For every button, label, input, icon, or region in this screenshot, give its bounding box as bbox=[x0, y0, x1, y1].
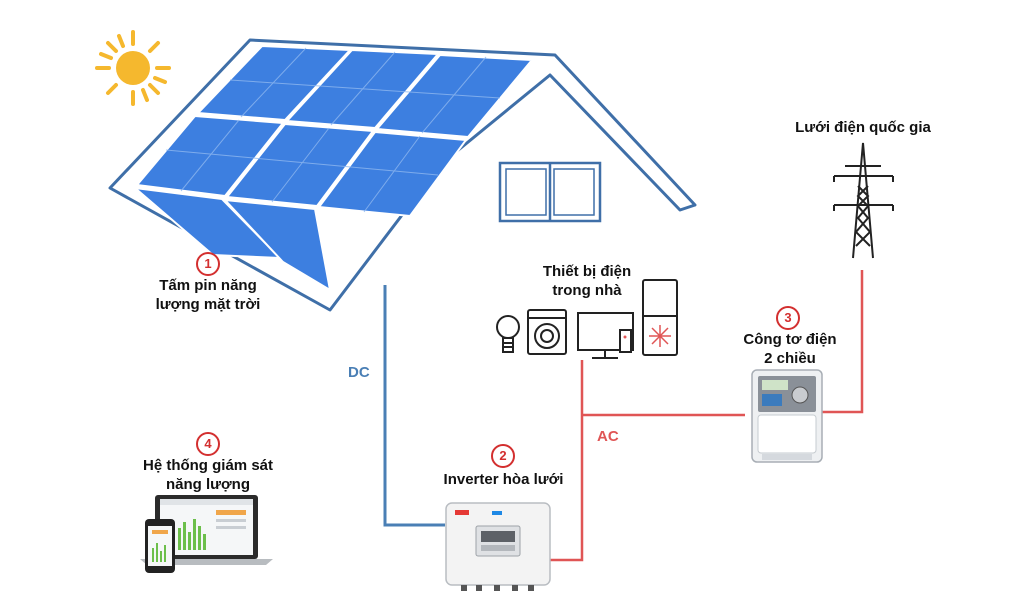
dc-wire bbox=[383, 285, 445, 527]
fridge-icon bbox=[642, 279, 678, 356]
monitoring-label-line2: năng lượng bbox=[165, 476, 251, 493]
sun-icon bbox=[95, 30, 171, 106]
phone-icon bbox=[145, 519, 175, 573]
inverter-label: Inverter hòa lưới bbox=[443, 471, 564, 488]
meter-number: 3 bbox=[776, 306, 800, 330]
appliances-label: Thiết bị điện trong nhà bbox=[522, 262, 652, 300]
monitoring-label-line1: Hệ thống giám sát bbox=[142, 457, 273, 474]
power-tower-icon bbox=[833, 142, 894, 259]
laptop-icon bbox=[140, 495, 273, 565]
window-icon bbox=[498, 161, 602, 223]
solar-panel-label: Tấm pin năng lượng mặt trời bbox=[138, 276, 278, 314]
meter-label: Công tơ điện 2 chiều bbox=[720, 330, 860, 368]
solar-panel-label-line1: Tấm pin năng bbox=[159, 277, 257, 294]
grid-label: Lưới điện quốc gia bbox=[795, 119, 931, 136]
monitoring-number: 4 bbox=[196, 432, 220, 456]
solar-panel-icon bbox=[131, 44, 535, 292]
bulb-icon bbox=[496, 315, 520, 353]
washing-machine-icon bbox=[527, 309, 567, 355]
inverter-number: 2 bbox=[491, 444, 515, 468]
meter-icon bbox=[751, 369, 823, 463]
meter-label-line2: 2 chiều bbox=[764, 350, 816, 367]
appliances-label-line1: Thiết bị điện bbox=[542, 263, 632, 280]
ac-wire-label: AC bbox=[597, 428, 619, 445]
inverter-icon bbox=[445, 502, 551, 591]
dc-wire-label: DC bbox=[348, 364, 370, 381]
tv-icon bbox=[577, 312, 634, 359]
appliances-label-line2: trong nhà bbox=[552, 282, 622, 299]
solar-panel-number: 1 bbox=[196, 252, 220, 276]
solar-panel-label-line2: lượng mặt trời bbox=[155, 296, 261, 313]
meter-label-line1: Công tơ điện bbox=[743, 331, 837, 348]
monitoring-label: Hệ thống giám sát năng lượng bbox=[128, 456, 288, 494]
ac-wire bbox=[550, 270, 864, 562]
